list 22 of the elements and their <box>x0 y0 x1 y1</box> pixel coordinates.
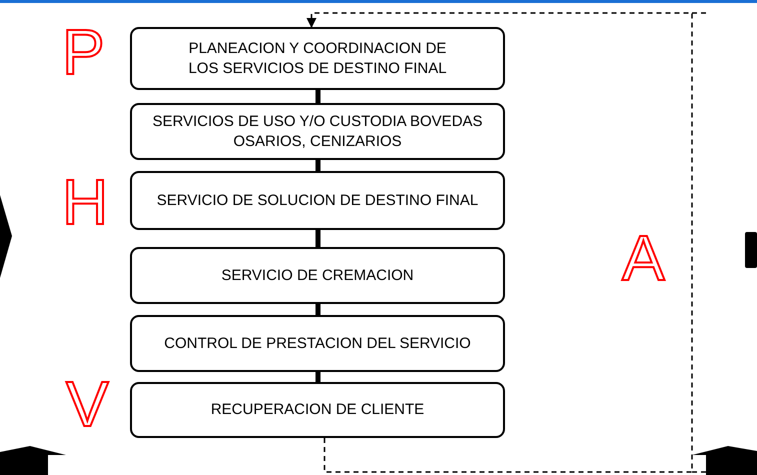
box-text: SERVICIO DE CREMACION <box>221 266 414 286</box>
box-text: SERVICIOS DE USO Y/O CUSTODIA BOVEDAS OSARIOS, CENIZARIOS <box>151 112 484 152</box>
phva-letter: V <box>66 372 109 436</box>
process-box <box>130 315 505 372</box>
box-text: SERVICIO DE SOLUCION DE DESTINO FINAL <box>156 190 478 210</box>
box-text: CONTROL DE PRESTACION DEL SERVICIO <box>164 334 471 354</box>
box-text: PLANEACION Y COORDINACION DE LOS SERVICIOS DE DESTINO FINAL <box>187 38 448 78</box>
process-box <box>130 382 505 438</box>
connector-line <box>316 230 320 247</box>
connector-line <box>316 304 320 315</box>
connector-line <box>316 90 320 103</box>
box-text: RECUPERACION DE CLIENTE <box>210 400 424 420</box>
process-box <box>130 103 505 160</box>
process-box <box>130 247 505 304</box>
process-box <box>130 27 505 90</box>
feedback-arrow <box>306 12 693 473</box>
phva-letter: A <box>622 226 665 290</box>
phva-letter: P <box>62 20 105 84</box>
connector-line <box>316 160 320 171</box>
connector-line <box>316 372 320 382</box>
phva-letter: H <box>62 170 108 234</box>
process-box <box>130 171 505 230</box>
